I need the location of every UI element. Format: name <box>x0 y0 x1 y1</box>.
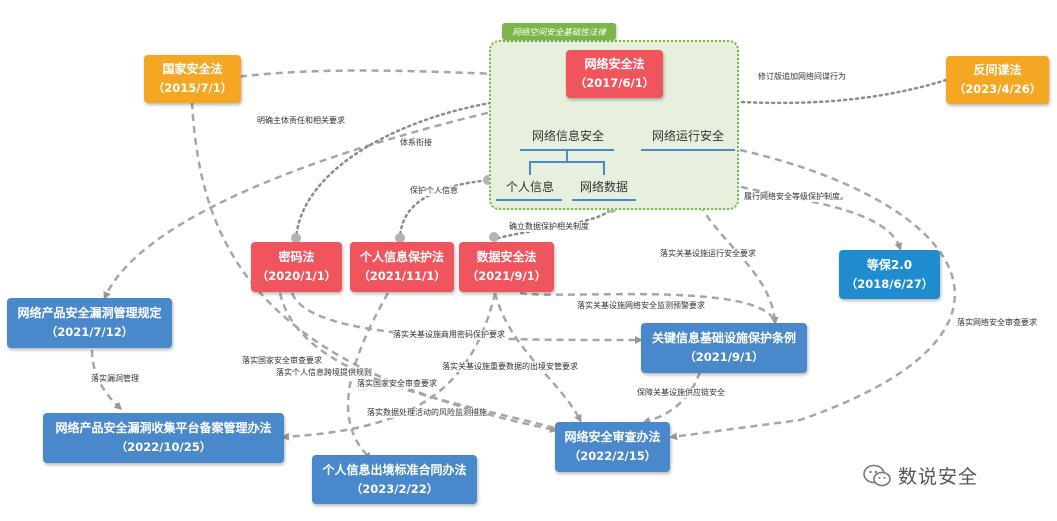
node-date: （2022/10/25） <box>115 440 212 454</box>
edge-label: 落实关基设施网络安全监测预警要求 <box>577 301 705 311</box>
edge-cyber-to-vuln <box>103 95 559 300</box>
anchor-dot <box>395 233 405 243</box>
node-title: 网络安全审查办法 <box>564 430 661 444</box>
edge-data-to-review <box>493 292 582 423</box>
edge-label: 落实个人信息跨境提供规则 <box>276 368 372 378</box>
edge-pipl-to-pi <box>398 178 492 242</box>
wechat-icon <box>863 464 891 486</box>
node-date: （2017/6/1） <box>574 76 655 90</box>
node-title: 密码法 <box>278 250 315 264</box>
subtopic-network-data: 网络数据 <box>579 180 628 194</box>
node-title: 网络产品安全漏洞收集平台备案管理办法 <box>55 421 272 435</box>
edge-label: 落实关基设施运行安全要求 <box>660 249 756 259</box>
node-title: 国家安全法 <box>162 62 223 76</box>
edge-cii-to-review <box>642 371 702 425</box>
edge-label: 落实网络安全审查要求 <box>957 318 1037 328</box>
node-anti-espionage-law[interactable]: 反间谍法 （2023/4/26） <box>946 56 1049 104</box>
edge-pipl-to-export <box>346 292 390 461</box>
edge-label: 落实关基设施重要数据的出境安管要求 <box>442 362 578 372</box>
node-title: 等保2.0 <box>866 257 913 272</box>
edge-label: 修订版追加网络间谍行为 <box>758 72 846 82</box>
node-security-review[interactable]: 网络安全审查办法 （2022/2/15） <box>555 422 670 472</box>
node-crypto-law[interactable]: 密码法 （2020/1/1） <box>251 242 342 292</box>
node-date: （2023/2/22） <box>350 481 439 496</box>
node-title: 个人信息出境标准合同办法 <box>322 462 467 477</box>
node-date: （2018/6/27） <box>845 276 934 291</box>
node-title: 网络安全法 <box>584 57 645 71</box>
edge-data-to-cii-monitor <box>519 291 777 323</box>
edge-label: 落实国家安全审查要求 <box>242 356 322 366</box>
node-title: 反间谍法 <box>973 63 1022 77</box>
subtopic-personal-info: 个人信息 <box>505 180 554 194</box>
edge-label: 落实关基设施商用密码保护要求 <box>393 330 505 340</box>
watermark-text: 数说安全 <box>898 466 979 488</box>
edge-label: 明确主体责任和相关要求 <box>257 116 345 126</box>
node-date: （2021/11/1） <box>358 269 446 283</box>
edge-label: 落实国家安全审查要求 <box>357 379 437 389</box>
region-tag: 网络空间安全基础性法律 <box>502 23 616 40</box>
edge-label: 履行网络安全等级保护制度。 <box>744 192 848 202</box>
node-mlps[interactable]: 等保2.0 （2018/6/27） <box>839 250 940 299</box>
edge-label: 体系衔接 <box>400 138 432 148</box>
anchor-dot <box>291 233 301 243</box>
anchor-dot <box>489 232 499 242</box>
node-cii-regulation[interactable]: 关键信息基础设施保护条例 （2021/9/1） <box>641 323 807 373</box>
watermark: 数说安全 <box>862 462 978 489</box>
node-data-security-law[interactable]: 数据安全法 （2021/9/1） <box>459 242 554 292</box>
node-pipl[interactable]: 个人信息保护法 （2021/11/1） <box>350 242 454 292</box>
edge-label: 确立数据保护相关制度 <box>509 222 589 232</box>
node-title: 个人信息保护法 <box>359 250 444 264</box>
node-date: （2023/4/26） <box>953 82 1042 96</box>
subtopic-network-info-security: 网络信息安全 <box>531 129 604 143</box>
edge-label: 保护个人信息 <box>410 186 458 196</box>
node-date: （2020/1/1） <box>256 269 337 283</box>
edge-op-to-review <box>669 148 957 441</box>
node-date: （2015/7/1） <box>152 81 233 95</box>
node-cyber-law[interactable]: 网络安全法 （2017/6/1） <box>566 50 663 98</box>
node-vuln-platform[interactable]: 网络产品安全漏洞收集平台备案管理办法 （2022/10/25） <box>43 413 284 463</box>
node-date: （2021/7/12） <box>45 325 134 339</box>
subtopic-network-operation-security: 网络运行安全 <box>651 129 724 143</box>
node-national-security-law[interactable]: 国家安全法 （2015/7/1） <box>144 55 241 103</box>
edge-label: 落实漏洞管理 <box>91 374 139 384</box>
node-vuln-mgmt[interactable]: 网络产品安全漏洞管理规定 （2021/7/12） <box>7 298 172 348</box>
node-date: （2021/9/1） <box>684 350 764 364</box>
node-pi-export-contract[interactable]: 个人信息出境标准合同办法 （2023/2/22） <box>312 455 477 504</box>
node-title: 数据安全法 <box>476 250 537 264</box>
node-title: 关键信息基础设施保护条例 <box>651 331 796 345</box>
edge-label: 保障关基设施供应链安全 <box>637 388 725 398</box>
node-title: 网络产品安全漏洞管理规定 <box>17 306 162 320</box>
node-date: （2021/9/1） <box>466 269 547 283</box>
edge-label: 落实数据处理活动的风险监测措施 <box>367 408 487 418</box>
node-date: （2022/2/15） <box>568 449 657 463</box>
